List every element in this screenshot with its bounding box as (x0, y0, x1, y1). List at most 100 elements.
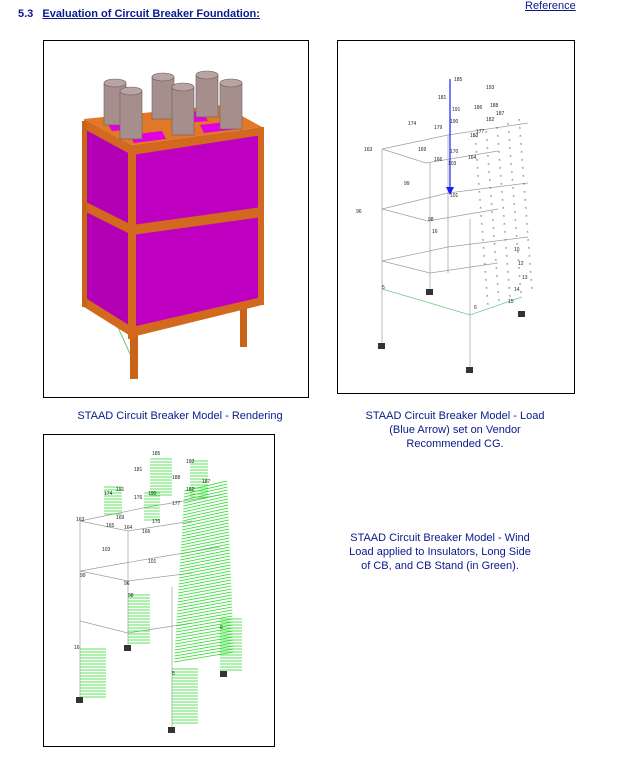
node-label: 163 (364, 147, 373, 153)
node-label: 190 (450, 119, 459, 125)
node-label: 164 (124, 525, 133, 531)
wind-load-line (184, 483, 228, 495)
reference-link[interactable]: Reference (525, 0, 576, 12)
node-marker: × (474, 133, 477, 138)
node-label: 183 (470, 133, 479, 139)
wind-load-line (182, 501, 229, 513)
node-marker: × (492, 217, 495, 222)
node-label: 98 (128, 593, 134, 599)
wind-load-line (177, 600, 232, 612)
node-label: 185 (454, 77, 463, 83)
node-marker: × (520, 149, 523, 154)
node-marker: × (526, 229, 529, 234)
wind-load-line (175, 618, 233, 630)
node-marker: × (518, 117, 521, 122)
node-marker: × (482, 237, 485, 242)
wind-load-line (181, 519, 229, 531)
node-label: 179 (434, 125, 443, 131)
node-marker: × (519, 125, 522, 130)
node-label: 177 (172, 501, 181, 507)
node-label: 103 (448, 161, 457, 167)
node-marker: × (526, 221, 529, 226)
node-label: 186 (474, 105, 483, 111)
node-label: 16 (432, 229, 438, 235)
wind-load-line (182, 504, 229, 516)
wind-load-line (179, 552, 231, 564)
node-marker: × (528, 245, 531, 250)
wind-load-line (179, 567, 231, 579)
load-model-caption: STAAD Circuit Breaker Model - Load (Blue… (345, 409, 565, 451)
wind-load-line (180, 546, 230, 558)
node-marker: × (505, 245, 508, 250)
wind-load-line (177, 585, 232, 597)
node-marker: × (522, 173, 525, 178)
wind-load-line (175, 630, 234, 642)
wind-load-line (175, 627, 234, 639)
wind-load-line (177, 594, 232, 606)
node-label: 166 (434, 157, 443, 163)
wind-load-line (180, 540, 230, 552)
node-label: 165 (106, 523, 115, 529)
node-marker: × (512, 185, 515, 190)
node-marker: × (489, 185, 492, 190)
wind-load-line (174, 645, 234, 657)
node-marker: × (496, 281, 499, 286)
node-marker: × (497, 133, 500, 138)
node-marker: × (496, 125, 499, 130)
node-marker: × (485, 129, 488, 134)
wind-load-line (177, 597, 232, 609)
wind-model-caption: STAAD Circuit Breaker Model - Wind Load … (325, 531, 555, 573)
caption-line: STAAD Circuit Breaker Model - Wind (350, 532, 530, 544)
node-marker: × (497, 289, 500, 294)
wind-load-line (178, 576, 232, 588)
node-marker: × (487, 161, 490, 166)
node-marker: × (507, 277, 510, 282)
node-label: 187 (496, 111, 505, 117)
section-title: Evaluation of Circuit Breaker Foundation… (42, 8, 260, 20)
node-marker: × (501, 197, 504, 202)
node-marker: × (525, 213, 528, 218)
caption-line: STAAD Circuit Breaker Model - Load (365, 410, 545, 422)
node-marker: × (497, 141, 500, 146)
wind-load-line (182, 513, 229, 525)
caption-line: STAAD Circuit Breaker Model - Rendering (77, 410, 283, 422)
node-label: 166 (142, 529, 151, 535)
node-label: 188 (172, 475, 181, 481)
node-marker: × (504, 237, 507, 242)
node-label: 185 (152, 451, 161, 457)
node-marker: × (495, 257, 498, 262)
node-marker: × (508, 129, 511, 134)
node-marker: × (506, 261, 509, 266)
node-marker: × (487, 153, 490, 158)
node-marker: × (508, 137, 511, 142)
node-marker: × (478, 181, 481, 186)
node-marker: × (482, 245, 485, 250)
node-label: 103 (102, 547, 111, 553)
node-label: 96 (124, 581, 130, 587)
wind-load-line (182, 516, 229, 528)
wind-load-line (174, 636, 234, 648)
node-marker: × (515, 225, 518, 230)
node-label: 193 (486, 85, 495, 91)
wind-load-line (179, 561, 231, 573)
node-marker: × (514, 217, 517, 222)
node-marker: × (503, 221, 506, 226)
wind-load-line (174, 651, 235, 663)
node-label: 169 (116, 515, 125, 521)
node-marker: × (520, 141, 523, 146)
node-marker: × (504, 229, 507, 234)
node-marker: × (496, 273, 499, 278)
wind-load-line (176, 609, 233, 621)
wind-load-line (181, 522, 229, 534)
node-label: 193 (186, 459, 195, 465)
wind-load-line (180, 537, 230, 549)
wind-load-line (183, 492, 228, 504)
wind-load-line (179, 555, 231, 567)
node-label: 191 (452, 107, 461, 113)
caption-line: Recommended CG. (406, 438, 504, 450)
caption-line: Load applied to Insulators, Long Side (349, 546, 531, 558)
wind-load-line (175, 624, 233, 636)
caption-line: (Blue Arrow) set on Vendor (389, 424, 521, 436)
